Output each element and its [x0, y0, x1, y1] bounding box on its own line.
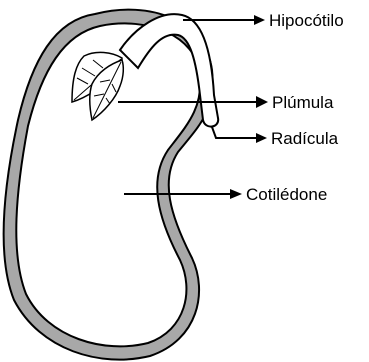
radicle-label: Radícula — [271, 129, 339, 148]
radicle-pointer — [212, 127, 267, 143]
plumule-label: Plúmula — [272, 93, 334, 112]
hypocotyl-label: Hipocótilo — [269, 11, 344, 30]
cotyledon-label: Cotilédone — [246, 185, 327, 204]
